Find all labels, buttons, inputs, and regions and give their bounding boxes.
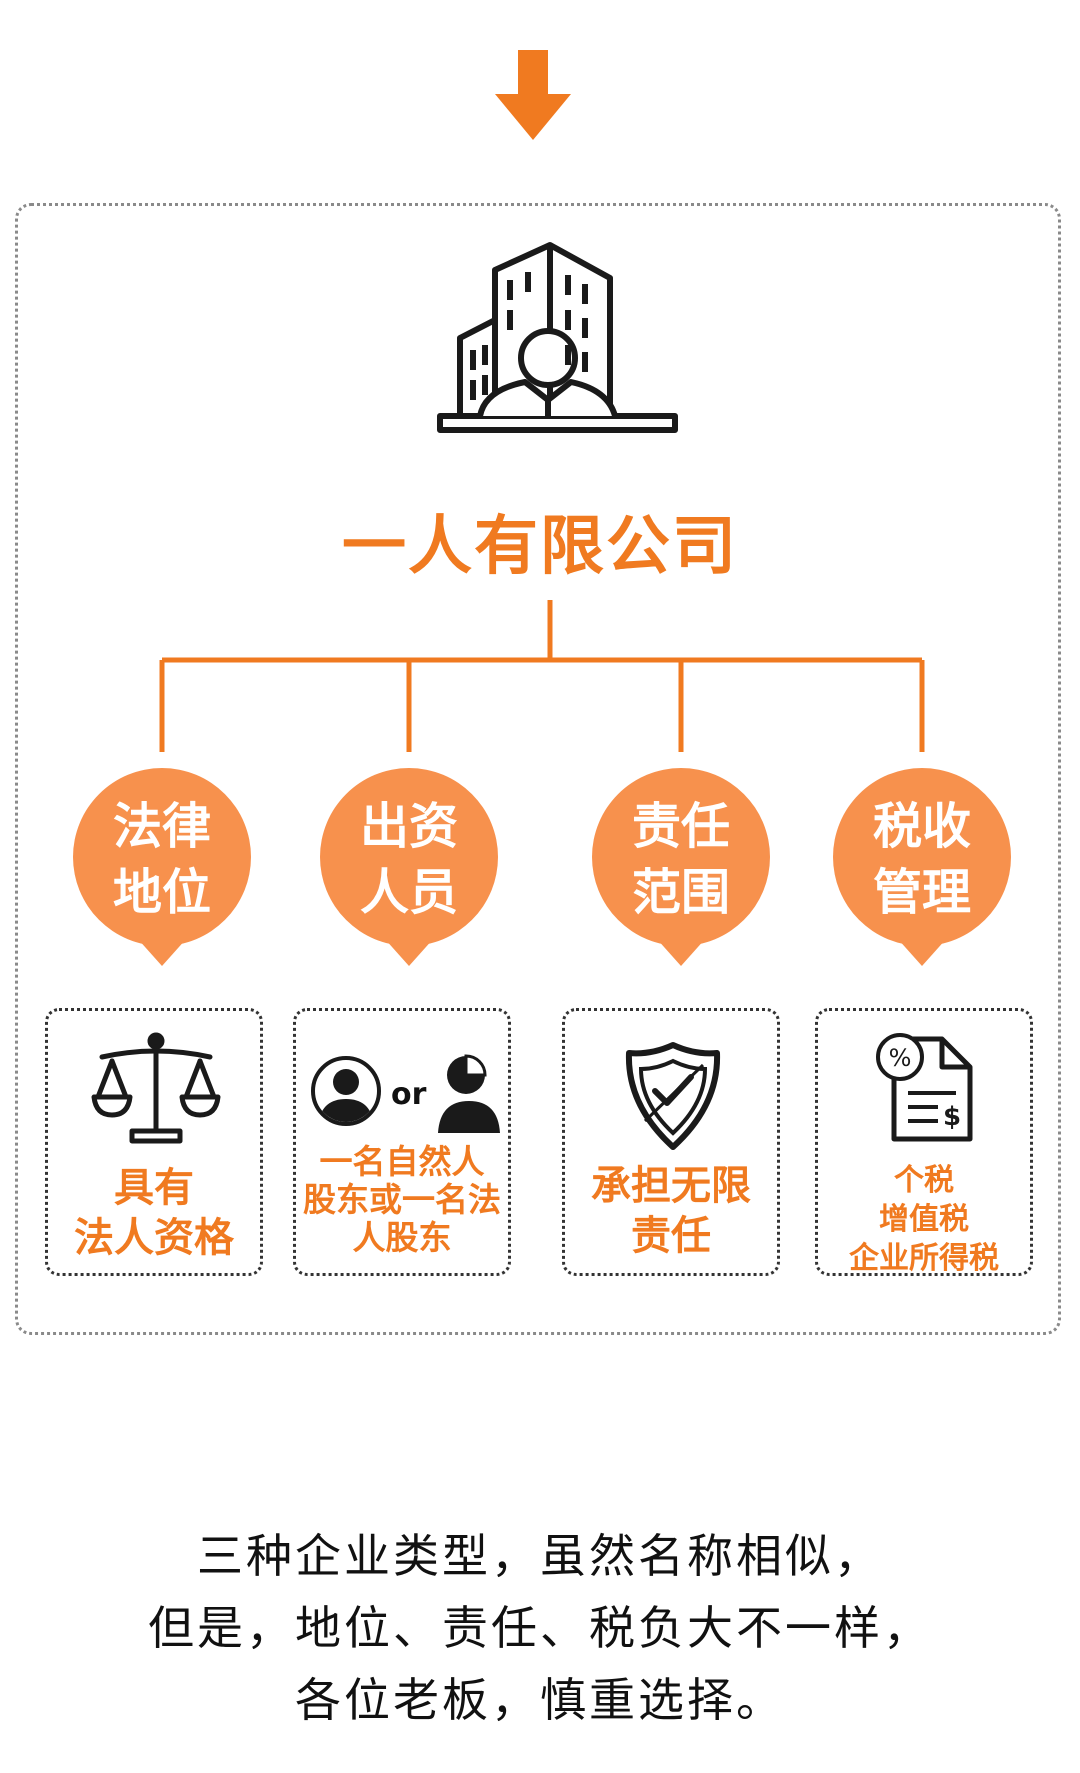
card-line: 责任 bbox=[565, 1211, 777, 1261]
scales-icon bbox=[90, 1031, 222, 1149]
card-line: 个税 bbox=[818, 1161, 1030, 1200]
bubble-line: 税收 bbox=[833, 794, 1011, 860]
person-circle-icon bbox=[310, 1055, 382, 1127]
card-legal-status: 具有 法人资格 bbox=[45, 1008, 263, 1276]
bubble-tax-management: 税收 管理 bbox=[833, 768, 1011, 978]
bubble-line: 管理 bbox=[833, 860, 1011, 926]
card-investors: or 一名自然人 股东或一名法 人股东 bbox=[293, 1008, 511, 1276]
card-line: 具有 bbox=[48, 1163, 260, 1213]
bubble-line: 人员 bbox=[320, 860, 498, 926]
bubble-line: 地位 bbox=[73, 860, 251, 926]
bubble-liability-scope: 责任 范围 bbox=[592, 768, 770, 978]
card-line: 人股东 bbox=[296, 1219, 508, 1257]
card-tax-management: % $ 个税 增值税 企业所得税 bbox=[815, 1008, 1033, 1276]
caption-line: 三种企业类型，虽然名称相似， bbox=[0, 1520, 1080, 1592]
tax-document-icon: % $ bbox=[874, 1029, 978, 1145]
card-line: 企业所得税 bbox=[818, 1239, 1030, 1278]
bubble-legal-status: 法律 地位 bbox=[73, 768, 251, 978]
down-arrow-icon bbox=[495, 50, 571, 140]
bubble-investors: 出资 人员 bbox=[320, 768, 498, 978]
svg-text:%: % bbox=[889, 1044, 912, 1072]
shareholder-icon bbox=[436, 1051, 502, 1135]
card-line: 一名自然人 bbox=[296, 1143, 508, 1181]
caption-line: 但是，地位、责任、税负大不一样， bbox=[0, 1592, 1080, 1664]
company-type-title: 一人有限公司 bbox=[290, 495, 790, 587]
bubble-line: 责任 bbox=[592, 794, 770, 860]
connector-lines bbox=[0, 600, 1080, 760]
bubble-line: 出资 bbox=[320, 794, 498, 860]
card-line: 股东或一名法 bbox=[296, 1181, 508, 1219]
building-person-icon bbox=[430, 240, 690, 490]
svg-text:$: $ bbox=[943, 1102, 961, 1132]
card-liability-scope: 承担无限 责任 bbox=[562, 1008, 780, 1276]
bubble-line: 范围 bbox=[592, 860, 770, 926]
caption-line: 各位老板，慎重选择。 bbox=[0, 1664, 1080, 1736]
card-line: 法人资格 bbox=[48, 1213, 260, 1263]
caption: 三种企业类型，虽然名称相似， 但是，地位、责任、税负大不一样， 各位老板，慎重选… bbox=[0, 1520, 1080, 1736]
card-line: 增值税 bbox=[818, 1200, 1030, 1239]
shield-check-icon bbox=[623, 1041, 723, 1151]
card-line: 承担无限 bbox=[565, 1161, 777, 1211]
or-label: or bbox=[391, 1077, 426, 1112]
bubble-line: 法律 bbox=[73, 794, 251, 860]
